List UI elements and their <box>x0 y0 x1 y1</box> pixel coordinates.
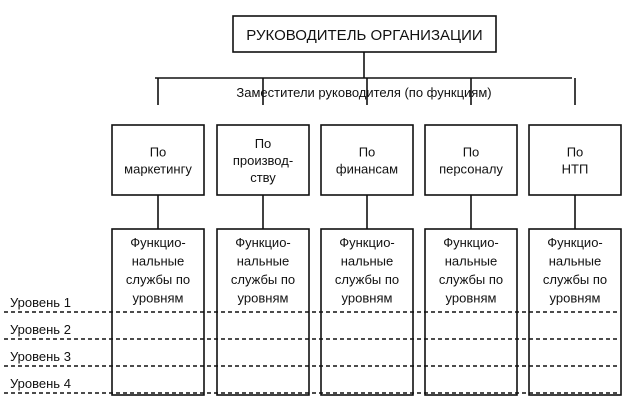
service-label: Функцио- <box>130 235 186 250</box>
deputy-label: ству <box>250 170 276 185</box>
service-label: Функцио- <box>443 235 499 250</box>
head-title: РУКОВОДИТЕЛЬ ОРГАНИЗАЦИИ <box>246 27 482 44</box>
deputy-label: персоналу <box>439 162 503 177</box>
deputy-label: По <box>463 145 480 160</box>
service-label: службы по <box>335 272 399 287</box>
deputy-label: По <box>150 145 167 160</box>
deputy-label: По <box>359 145 376 160</box>
service-label: службы по <box>543 272 607 287</box>
deputy-label: финансам <box>336 162 398 177</box>
service-label: службы по <box>126 272 190 287</box>
service-label: уровням <box>133 291 184 306</box>
deputy-box <box>528 124 622 196</box>
service-label: службы по <box>231 272 295 287</box>
service-label: уровням <box>550 291 601 306</box>
deputy-box <box>111 124 205 196</box>
level-label: Уровень 3 <box>10 349 71 364</box>
service-label: Функцио- <box>339 235 395 250</box>
deputy-label: НТП <box>562 162 589 177</box>
service-label: уровням <box>446 291 497 306</box>
service-label: нальные <box>341 254 394 269</box>
head-box <box>232 15 497 53</box>
service-label: нальные <box>237 254 290 269</box>
service-label: службы по <box>439 272 503 287</box>
deputy-label: По <box>567 145 584 160</box>
deputy-label: По <box>255 136 272 151</box>
service-label: уровням <box>342 291 393 306</box>
deputy-box <box>216 124 310 196</box>
service-label: Функцио- <box>235 235 291 250</box>
deputies-label: Заместители руководителя (по функциям) <box>236 85 491 100</box>
service-label: уровням <box>238 291 289 306</box>
service-label: нальные <box>549 254 602 269</box>
level-label: Уровень 2 <box>10 322 71 337</box>
level-label: Уровень 4 <box>10 376 71 391</box>
deputy-label: производ- <box>233 153 293 168</box>
deputy-box <box>320 124 414 196</box>
service-label: нальные <box>132 254 185 269</box>
level-rows: Уровень 1 Уровень 2 Уровень 3 Уровень 4 <box>4 295 620 394</box>
service-label: нальные <box>445 254 498 269</box>
deputy-label: маркетингу <box>124 162 192 177</box>
service-label: Функцио- <box>547 235 603 250</box>
level-label: Уровень 1 <box>10 295 71 310</box>
deputy-box <box>424 124 518 196</box>
